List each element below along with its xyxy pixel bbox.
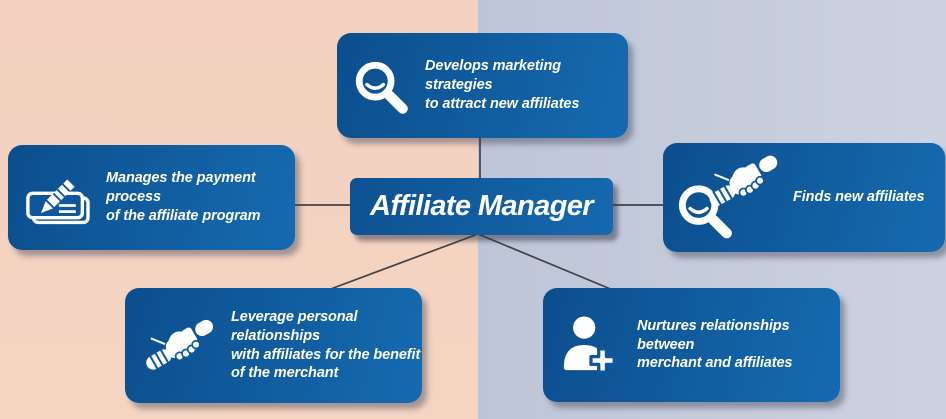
text-line: to attract new affiliates — [425, 95, 580, 112]
node-leverage-relationships: Leverage personal relationships with aff… — [125, 288, 422, 403]
connector-bottom-left — [327, 233, 479, 291]
diagram-title: Affiliate Manager — [370, 190, 594, 222]
node-nurtures-relationships: Nurtures relationships between merchant … — [543, 288, 840, 402]
text-line: Manages the payment process — [106, 170, 256, 206]
text-line: Nurtures relationships between — [637, 317, 790, 353]
node-nurtures-relationships-text: Nurtures relationships between merchant … — [637, 317, 840, 374]
text-line: Finds new affiliates — [793, 189, 925, 206]
check-pencil-icon — [26, 177, 90, 224]
text-line: with affiliates for the benefit — [231, 346, 421, 363]
text-line: of the affiliate program — [106, 207, 261, 224]
node-develops-marketing-text: Develops marketing strategies to attract… — [425, 57, 628, 114]
add-person-icon — [562, 315, 616, 374]
magnifier-icon — [351, 57, 409, 115]
connector-bottom-right — [477, 233, 614, 291]
affiliate-manager-title-box: Affiliate Manager — [350, 178, 613, 235]
node-leverage-relationships-text: Leverage personal relationships with aff… — [231, 308, 422, 383]
node-develops-marketing: Develops marketing strategies to attract… — [337, 33, 628, 138]
node-manages-payments: Manages the payment process of the affil… — [8, 145, 295, 250]
magnifier-handshake-icon — [672, 151, 784, 244]
node-finds-affiliates: Finds new affiliates — [663, 143, 945, 252]
text-line: Develops marketing strategies — [425, 58, 561, 94]
text-line: Leverage personal relationships — [231, 308, 358, 344]
handshake-icon — [139, 309, 219, 378]
node-finds-affiliates-text: Finds new affiliates — [793, 188, 925, 207]
text-line: merchant and affiliates — [637, 355, 793, 372]
node-manages-payments-text: Manages the payment process of the affil… — [106, 169, 295, 226]
text-line: of the merchant — [231, 365, 339, 382]
